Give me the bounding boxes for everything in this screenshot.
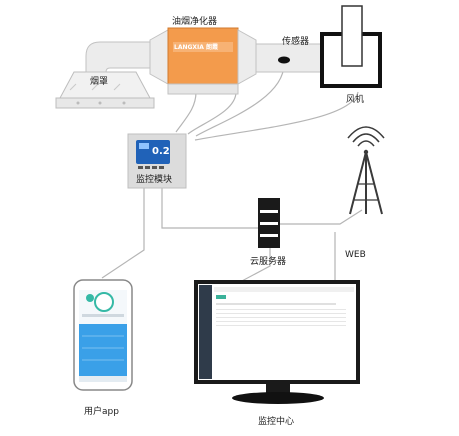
fan-label: 风机: [346, 95, 365, 105]
connection-lines: [101, 63, 363, 290]
user-app-label: 用户app: [84, 407, 119, 417]
monitor-module-label: 监控模块: [136, 175, 173, 185]
purifier-brand-label: LANGXIA 朗霞: [174, 44, 219, 51]
monitoring-module: [127, 133, 187, 189]
oil-fume-purifier: [167, 27, 239, 95]
smartphone-icon: [73, 279, 133, 391]
sensor-to-module-line: [195, 63, 285, 137]
hood-label: 烟罩: [90, 77, 109, 87]
fan-box-icon: [320, 5, 382, 88]
web-label: WEB: [345, 250, 366, 260]
purifier-label: 油烟净化器: [172, 17, 218, 27]
server-to-tower-line: [280, 209, 363, 225]
module-to-server-line: [161, 188, 258, 229]
cloud-server-label: 云服务器: [250, 257, 287, 267]
monitor-center-label: 监控中心: [258, 417, 295, 427]
exhaust-hood: [55, 71, 155, 109]
purifier-to-module-line: [175, 91, 197, 133]
duct-to-module-line: [187, 91, 237, 135]
outlet-duct: [237, 29, 323, 85]
monitor-value-readout: 0.2: [152, 146, 170, 157]
desktop-monitor-icon: [194, 280, 360, 404]
server-to-center-line: [239, 248, 271, 283]
fan-to-module-line: [194, 91, 359, 141]
signal-tower-icon: [347, 126, 385, 215]
server-rack-icon: [258, 198, 280, 248]
module-to-app-line: [101, 188, 145, 279]
sensor-label: 传感器: [282, 37, 310, 47]
sensor-icon: [278, 56, 290, 64]
